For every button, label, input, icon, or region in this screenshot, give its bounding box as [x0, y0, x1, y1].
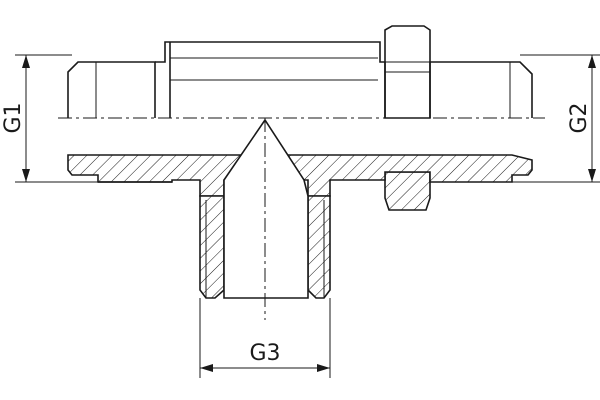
branch-wall-left — [199, 195, 225, 299]
dimension-g3: G3 — [199, 298, 331, 378]
g2-arrow-top — [588, 55, 596, 68]
g1-arrow-bottom — [22, 169, 30, 182]
g3-arrow-left — [200, 364, 213, 372]
right-thread-end — [429, 61, 533, 118]
lock-nut-section — [384, 171, 431, 211]
body-section-right — [283, 154, 533, 197]
body-section-left — [67, 154, 247, 197]
branch-bore — [223, 118, 309, 299]
g3-arrow-right — [317, 364, 330, 372]
body-exterior — [67, 41, 533, 118]
g2-arrow-bottom — [588, 169, 596, 182]
g1-arrow-top — [22, 55, 30, 68]
body-section — [67, 118, 533, 299]
dimension-g1: G1 — [1, 54, 98, 183]
g3-label: G3 — [249, 341, 280, 366]
branch-wall-right — [307, 195, 331, 299]
g1-label: G1 — [1, 102, 26, 133]
dimension-g2: G2 — [512, 54, 600, 183]
g2-label: G2 — [567, 102, 592, 133]
center-lines — [58, 117, 545, 320]
left-thread-end — [67, 61, 156, 118]
